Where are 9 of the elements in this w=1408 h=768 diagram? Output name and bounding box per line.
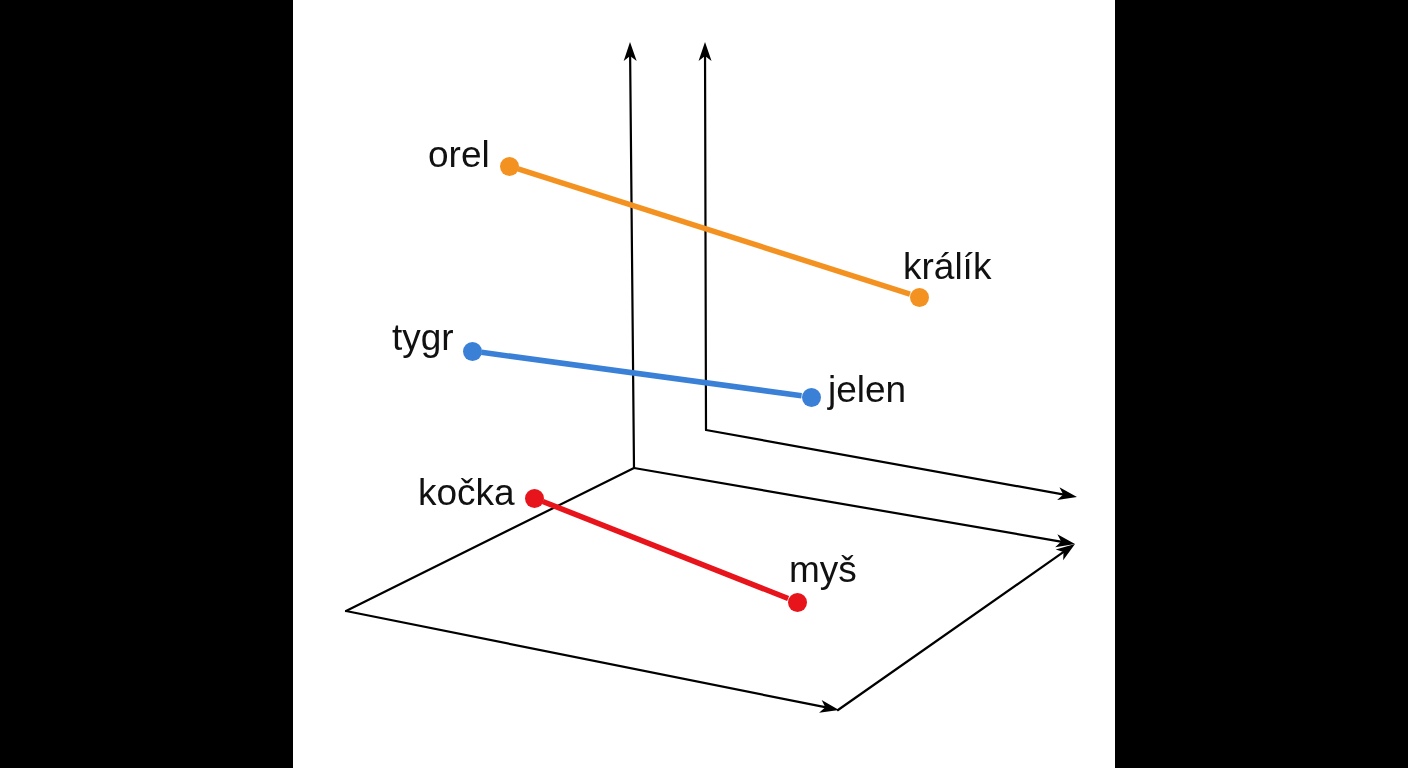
word-label: kočka [418, 474, 515, 511]
word-label: králík [903, 248, 992, 285]
word-label: tygr [392, 319, 454, 356]
connecting-line [517, 166, 911, 297]
word-label: orel [428, 136, 490, 173]
connecting-line [481, 349, 802, 399]
word-label: myš [789, 551, 857, 588]
connecting-line [541, 498, 790, 602]
word-label: jelen [828, 371, 907, 408]
